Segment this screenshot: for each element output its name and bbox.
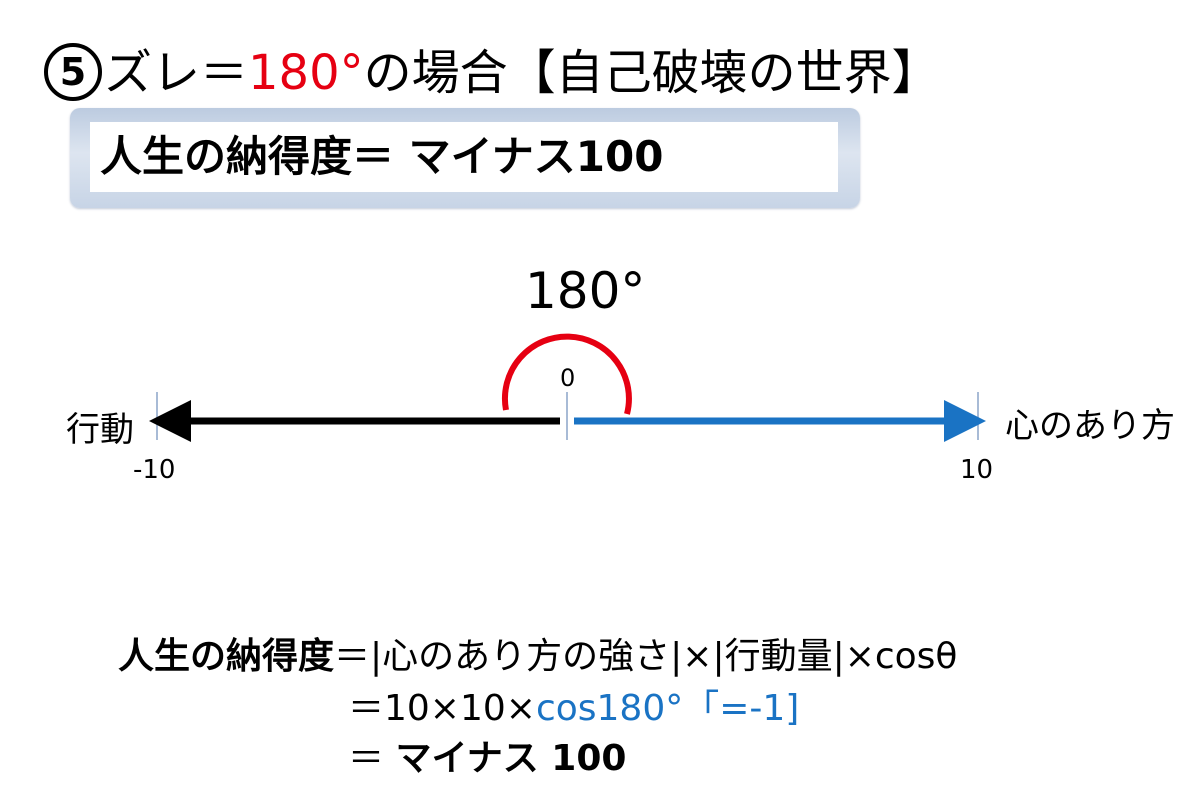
formula-equals: ＝ [348,738,396,779]
title-angle: 180° [248,45,364,101]
formula-rhs: ＝|心のあり方の強さ|×|行動量|×cosθ [334,636,958,677]
formula-line-3: ＝ マイナス 100 [348,734,626,784]
angle-label: 180° [525,262,646,320]
formula-lhs: 人生の納得度 [118,636,335,677]
result-banner-text: 人生の納得度＝ マイナス100 [90,122,838,192]
formula-result: マイナス 100 [395,738,627,779]
mindset-label: 心のあり方 [1005,406,1175,446]
action-label: 行動 [66,410,134,450]
angle-arc [501,333,632,415]
title-suffix: の場合【自己破壊の世界】 [363,45,940,101]
min-value-label: -10 [133,455,176,485]
formula-line-2: ＝10×10×cos180°「=-1] [348,684,799,734]
formula-cos-value: cos180°「=-1] [535,688,800,729]
formula-substitution: ＝10×10× [348,688,536,729]
max-value-label: 10 [960,455,994,485]
title-prefix: ズレ＝ [104,45,249,101]
origin-label: 0 [560,364,576,392]
formula-line-1: 人生の納得度＝|心のあり方の強さ|×|行動量|×cosθ [118,632,957,682]
result-banner: 人生の納得度＝ マイナス100 [70,108,860,208]
circled-number: 5 [44,43,102,101]
